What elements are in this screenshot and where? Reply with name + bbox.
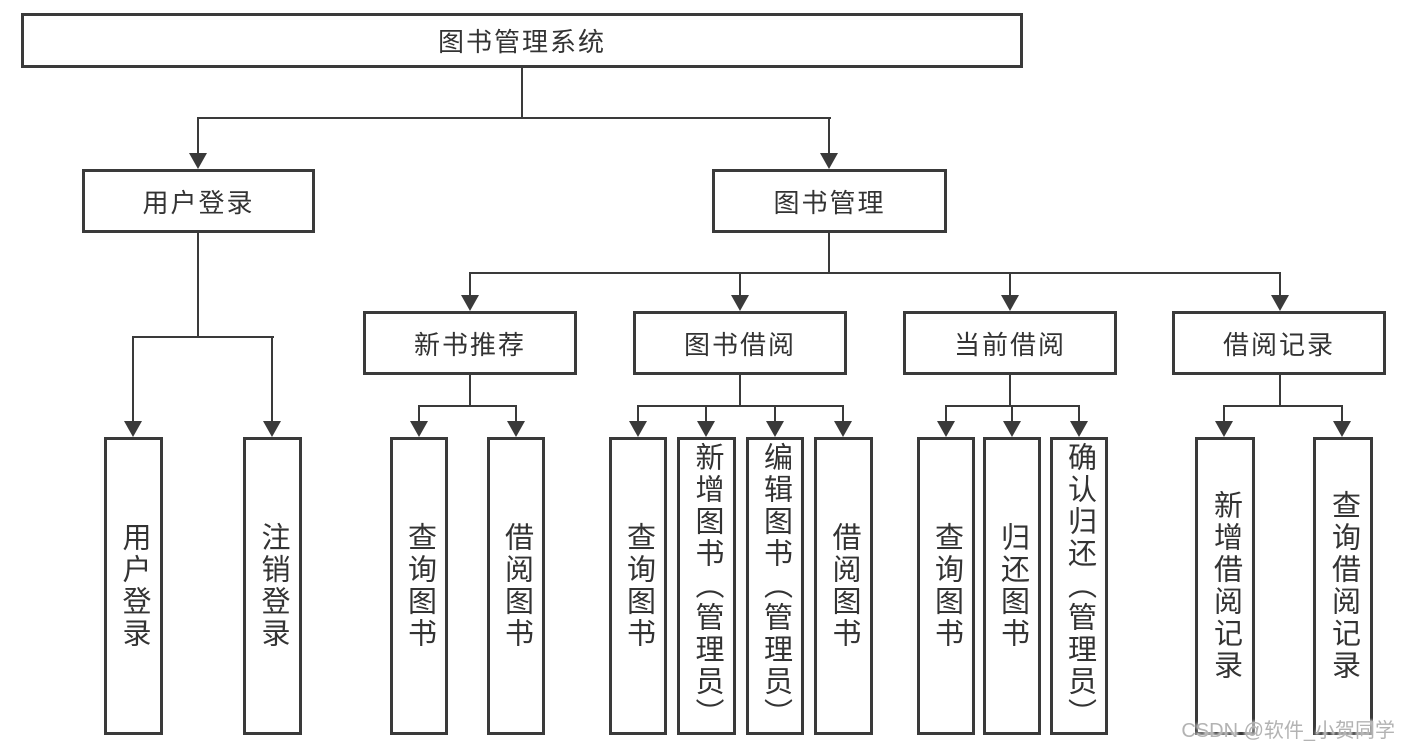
connector-to-book-management	[828, 117, 830, 157]
leaf-add-borrow-record: 新增借阅记录	[1195, 437, 1255, 735]
connector-leaf-stem	[418, 405, 420, 425]
connector-current-borrow-stem	[1009, 375, 1011, 406]
arrowhead-down	[1271, 295, 1289, 311]
arrowhead-down	[124, 421, 142, 437]
arrowhead-down	[697, 421, 715, 437]
connector-leaf-stem	[1341, 405, 1343, 425]
connector-to-borrow-records	[1279, 272, 1281, 298]
leaf-query-books: 查询图书	[390, 437, 448, 735]
arrowhead-down	[1333, 421, 1351, 437]
connector-to-leaf-logout	[271, 336, 273, 424]
connector-borrow-records-branch	[1224, 405, 1342, 407]
arrowhead-down	[507, 421, 525, 437]
connector-root-stem	[521, 68, 523, 118]
connector-book-borrow-branch	[638, 405, 843, 407]
connector-user-login-stem	[197, 233, 199, 338]
connector-borrow-records-stem	[1279, 375, 1281, 406]
leaf-logout: 注销登录	[243, 437, 302, 735]
node-borrow-records: 借阅记录	[1172, 311, 1386, 375]
arrowhead-down	[731, 295, 749, 311]
csdn-watermark: CSDN @软件_小贺同学	[1181, 720, 1395, 742]
connector-leaf-stem	[842, 405, 844, 425]
arrowhead-down	[1070, 421, 1088, 437]
arrowhead-down	[1003, 421, 1021, 437]
connector-book-management-stem	[828, 233, 830, 274]
arrowhead-down	[820, 153, 838, 169]
arrowhead-down	[629, 421, 647, 437]
leaf-borrow-books: 借阅图书	[814, 437, 873, 735]
connector-leaf-stem	[637, 405, 639, 425]
node-book-borrow: 图书借阅	[633, 311, 847, 375]
leaf-user-login: 用户登录	[104, 437, 163, 735]
leaf-add-book-admin: 新增图书（管理员）	[677, 437, 736, 735]
leaf-borrow-books: 借阅图书	[487, 437, 545, 735]
connector-leaf-stem	[1223, 405, 1225, 425]
leaf-edit-book-admin: 编辑图书（管理员）	[746, 437, 804, 735]
connector-to-leaf-user-login	[132, 336, 134, 424]
connector-leaf-stem	[1011, 405, 1013, 425]
connector-book-management-branch	[469, 272, 1281, 274]
connector-to-current-borrow	[1009, 272, 1011, 298]
arrowhead-down	[834, 421, 852, 437]
node-new-book-recommend: 新书推荐	[363, 311, 577, 375]
arrowhead-down	[189, 153, 207, 169]
node-user-login: 用户登录	[82, 169, 315, 233]
connector-leaf-stem	[1078, 405, 1080, 425]
connector-root-branch	[197, 117, 831, 119]
connector-leaf-stem	[945, 405, 947, 425]
arrowhead-down	[410, 421, 428, 437]
connector-new-book-branch	[419, 405, 517, 407]
connector-book-borrow-stem	[739, 375, 741, 406]
leaf-query-books: 查询图书	[917, 437, 975, 735]
arrowhead-down	[461, 295, 479, 311]
leaf-query-books: 查询图书	[609, 437, 667, 735]
connector-leaf-stem	[774, 405, 776, 425]
node-library-management-system: 图书管理系统	[21, 13, 1023, 68]
arrowhead-down	[1001, 295, 1019, 311]
connector-to-new-book-recommend	[469, 272, 471, 298]
leaf-return-book: 归还图书	[983, 437, 1041, 735]
arrowhead-down	[766, 421, 784, 437]
leaf-confirm-return-admin: 确认归还（管理员）	[1050, 437, 1108, 735]
arrowhead-down	[937, 421, 955, 437]
connector-leaf-stem	[705, 405, 707, 425]
connector-to-book-borrow	[739, 272, 741, 298]
connector-user-login-branch	[132, 336, 274, 338]
connector-new-book-stem	[469, 375, 471, 406]
connector-leaf-stem	[515, 405, 517, 425]
node-current-borrow: 当前借阅	[903, 311, 1117, 375]
connector-to-user-login	[197, 117, 199, 157]
arrowhead-down	[263, 421, 281, 437]
leaf-query-borrow-record: 查询借阅记录	[1313, 437, 1373, 735]
arrowhead-down	[1215, 421, 1233, 437]
node-book-management: 图书管理	[712, 169, 947, 233]
